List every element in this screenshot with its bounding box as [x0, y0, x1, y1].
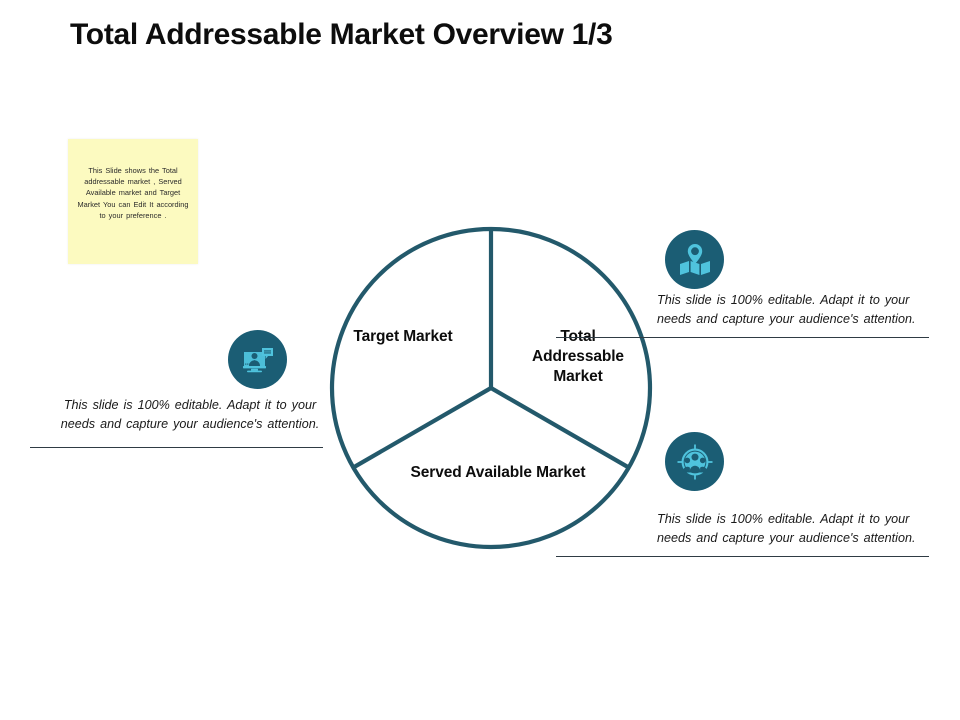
person-on-monitor-icon	[228, 330, 287, 389]
map-location-pin-icon	[665, 230, 724, 289]
callout-left-text: This slide is 100% editable. Adapt it to…	[60, 398, 320, 431]
sticky-note-text: This Slide shows the Total addressable m…	[77, 166, 189, 220]
three-segment-circle-diagram	[318, 215, 666, 563]
callout-top-right-rule	[556, 337, 929, 338]
segment-label-served-available-market: Served Available Market	[410, 464, 586, 481]
target-audience-people-icon	[665, 432, 724, 491]
divider-lower-right	[489, 386, 630, 470]
divider-lower-left	[352, 386, 493, 470]
segment-label-total-addressable-market: Total Addressable Market	[532, 328, 624, 385]
page-title: Total Addressable Market Overview 1/3	[70, 18, 613, 51]
callout-left-rule	[30, 447, 323, 448]
callout-bottom-right-rule	[556, 556, 929, 557]
callout-top-right-text: This slide is 100% editable. Adapt it to…	[657, 293, 916, 326]
segment-label-target-market: Target Market	[353, 328, 453, 345]
callout-bottom-right-text: This slide is 100% editable. Adapt it to…	[657, 512, 916, 545]
sticky-note: This Slide shows the Total addressable m…	[68, 139, 198, 264]
